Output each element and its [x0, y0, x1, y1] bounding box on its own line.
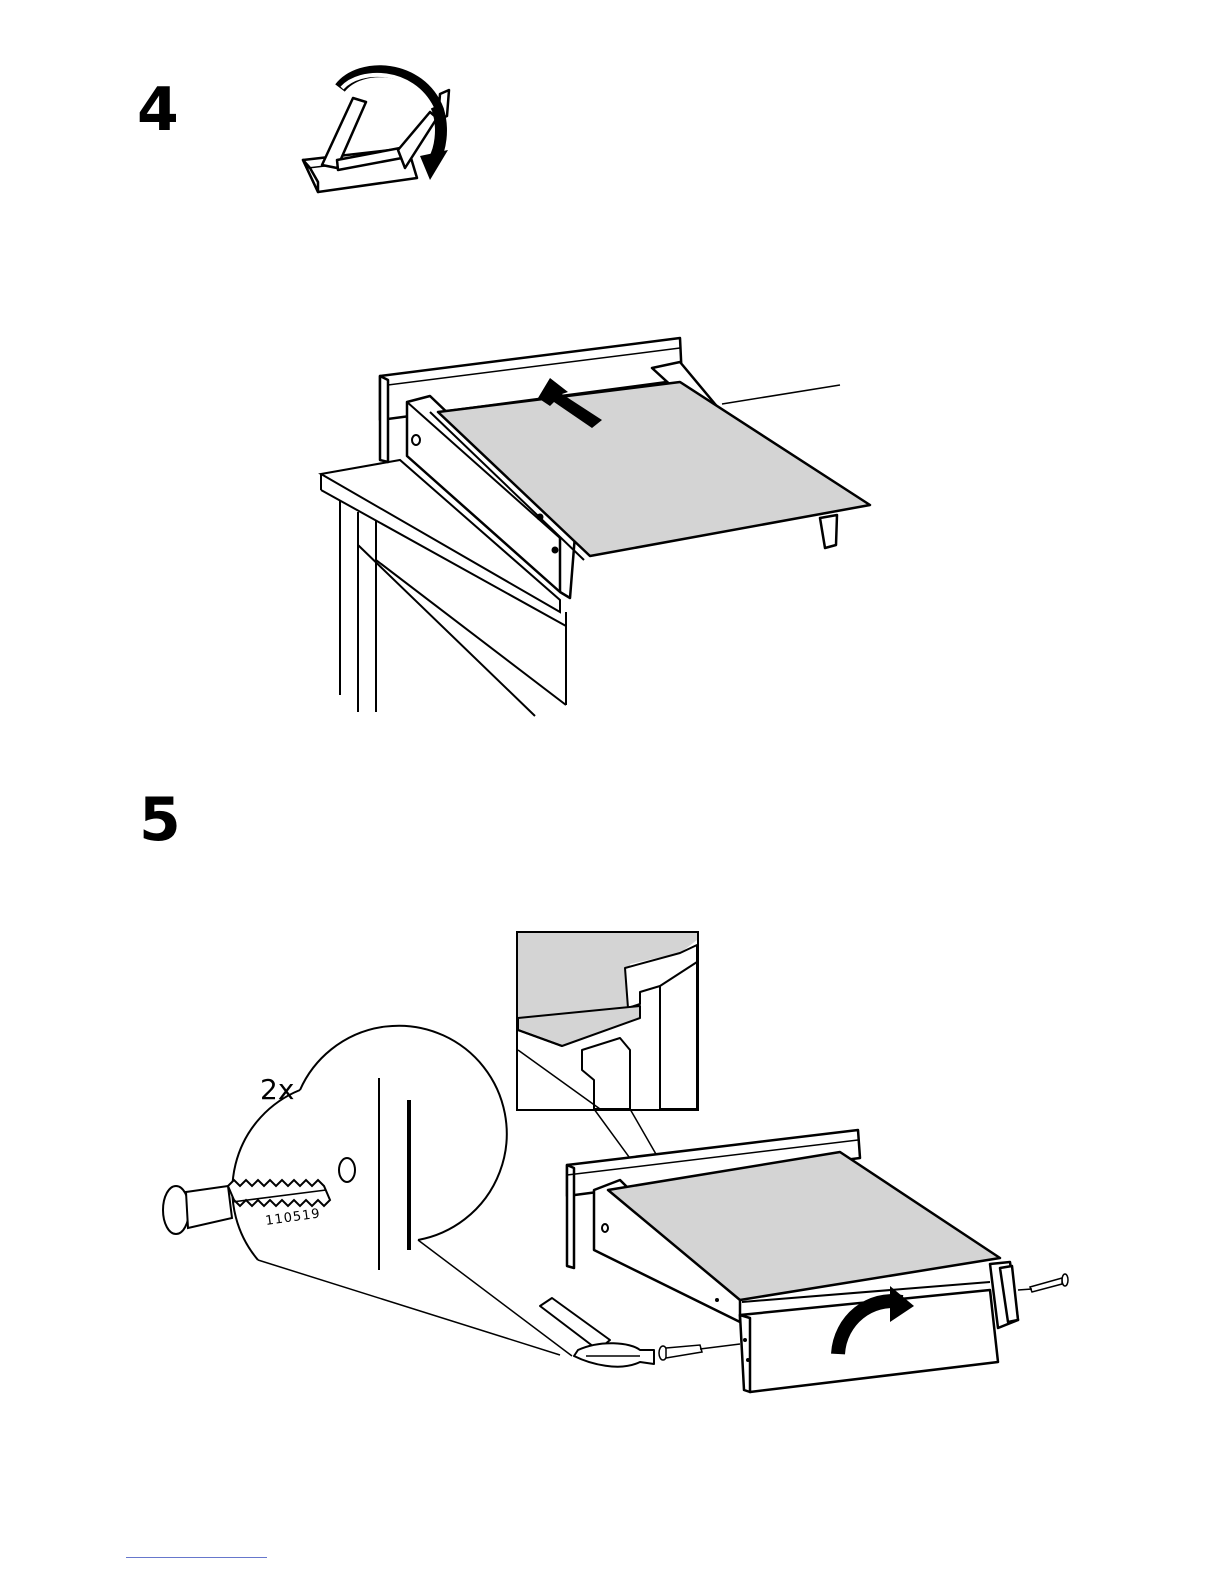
- flip-drawer-icon: [303, 90, 449, 192]
- quantity-label: 2x: [260, 1073, 294, 1106]
- part-number-label: 110519: [264, 1206, 321, 1229]
- footer-rule: [126, 1557, 267, 1558]
- hammer-icon: [540, 1298, 654, 1367]
- dowel-icon: [163, 1180, 330, 1234]
- table-edge-line: [722, 385, 840, 404]
